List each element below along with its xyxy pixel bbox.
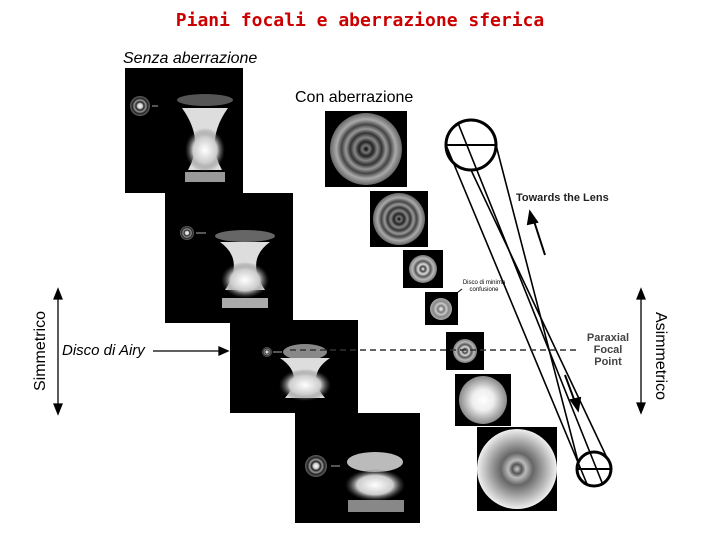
focal-image-4 (295, 413, 420, 523)
aberration-spot-1 (325, 111, 407, 187)
label-con-aberrazione: Con aberrazione (295, 89, 414, 106)
ray-lines (445, 122, 609, 486)
paraxial-arrow-icon (564, 374, 582, 413)
label-disco-minima-line2: confusione (469, 287, 499, 293)
symmetric-double-arrow-icon (53, 287, 63, 416)
focal-image-1 (125, 68, 243, 193)
label-paraxial-line2: Focal (593, 344, 623, 356)
aberration-spot-4 (425, 292, 458, 325)
page-title: Piani focali e aberrazione sferica (175, 10, 545, 31)
label-paraxial-line3: Point (594, 356, 622, 368)
aberration-spot-7 (477, 427, 557, 511)
label-paraxial-focal-point: Paraxial Focal Point (582, 332, 634, 368)
label-paraxial-line1: Paraxial (586, 332, 630, 344)
label-senza-aberrazione: Senza aberrazione (123, 50, 258, 67)
asymmetric-double-arrow-icon (636, 287, 646, 415)
minima-pointer-line (447, 288, 463, 301)
focal-image-3 (230, 320, 358, 413)
towards-lens-arrow-icon (526, 209, 546, 256)
aberration-spot-3 (403, 250, 443, 288)
focal-image-2 (165, 193, 293, 323)
aberration-spot-5 (446, 332, 484, 370)
label-disco-minima-line1: Disco di minima (462, 280, 506, 286)
airy-arrow-icon (153, 345, 230, 357)
aberration-spot-2 (370, 191, 428, 247)
aberration-spot-6 (455, 374, 511, 426)
label-disco-minima: Disco di minima confusione (452, 280, 516, 294)
label-simmetrico: Simmetrico (32, 311, 49, 392)
label-disco-airy: Disco di Airy (62, 342, 145, 359)
lens-bottom-icon (575, 450, 613, 488)
label-asimmetrico: Asimmetrico (652, 311, 669, 400)
label-towards-lens: Towards the Lens (516, 192, 609, 204)
